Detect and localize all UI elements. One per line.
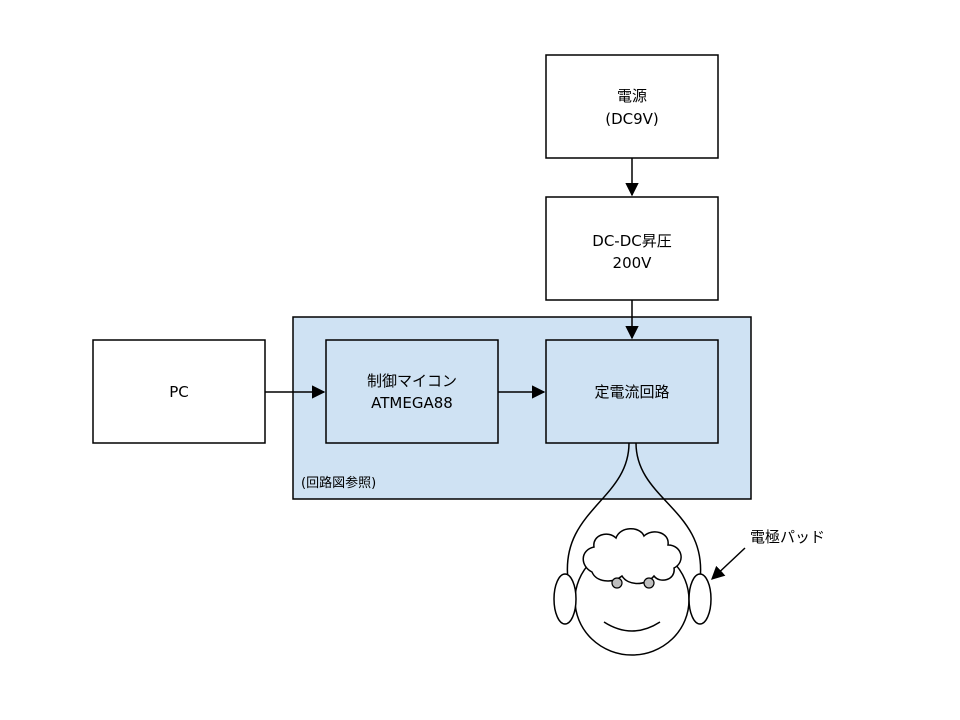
mcu-label-2: ATMEGA88 (371, 394, 453, 412)
left-electrode-pad (553, 573, 577, 625)
pad-label: 電極パッド (750, 528, 825, 546)
group-label: (回路図参照) (301, 475, 376, 491)
pc-label: PC (169, 383, 189, 401)
boost-label-2: 200V (613, 254, 653, 272)
hair (582, 528, 682, 585)
mcu-node: 制御マイコン ATMEGA88 (325, 339, 499, 444)
arrow-pad-label (711, 547, 746, 580)
power-node: 電源 (DC9V) (545, 54, 719, 159)
mcu-label-1: 制御マイコン (367, 372, 457, 390)
wire-right (635, 442, 702, 581)
right-electrode-pad (688, 573, 712, 625)
boost-label-1: DC-DC昇圧 (592, 232, 671, 250)
mouth (603, 621, 661, 632)
left-eye (611, 577, 623, 589)
ccs-node: 定電流回路 (545, 339, 719, 444)
head-illustration (553, 528, 712, 656)
power-label-1: 電源 (617, 87, 647, 105)
power-label-2: (DC9V) (605, 110, 659, 128)
pc-node: PC (92, 339, 266, 444)
ccs-label: 定電流回路 (594, 383, 669, 401)
right-eye (643, 577, 655, 589)
wire-left (566, 442, 630, 581)
boost-node: DC-DC昇圧 200V (545, 196, 719, 301)
